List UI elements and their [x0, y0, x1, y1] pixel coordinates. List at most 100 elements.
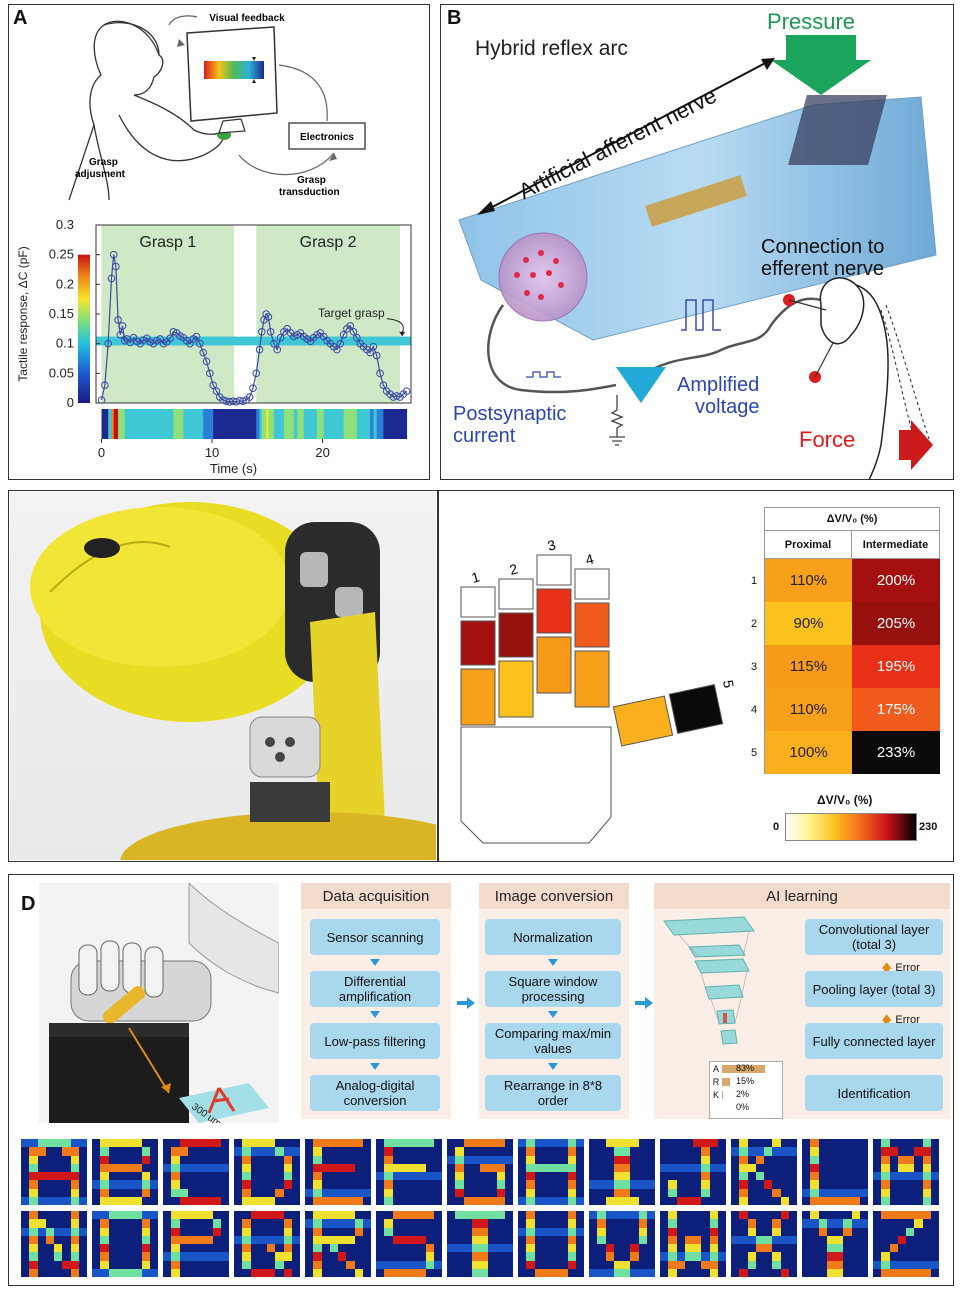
heatmap-cell: [116, 1219, 125, 1228]
heat-strip-cell: [264, 409, 267, 439]
heatmap-cell: [922, 1163, 931, 1172]
heatmap-cell: [668, 1260, 677, 1269]
heatmap-cell: [802, 1219, 811, 1228]
heatmap-cell: [930, 1188, 939, 1197]
heatmap-cell: [772, 1235, 781, 1244]
heatmap-cell: [660, 1219, 669, 1228]
heatmap-cell: [62, 1147, 71, 1156]
heatmap-cell: [818, 1252, 827, 1261]
heatmap-cell: [37, 1227, 46, 1236]
heatmap-cell: [897, 1219, 906, 1228]
heatmap-cell: [447, 1227, 456, 1236]
heatmap-cell: [242, 1188, 251, 1197]
heatmap-cell: [463, 1260, 472, 1269]
heatmap-cell: [693, 1163, 702, 1172]
divider: [437, 491, 439, 861]
heat-strip-cell: [236, 409, 241, 439]
heatmap-cell: [100, 1147, 109, 1156]
heatmap-cell: [384, 1268, 393, 1277]
palm: [460, 726, 612, 844]
heatmap-cell: [417, 1227, 426, 1236]
heatmap-cell: [922, 1147, 931, 1156]
heatmap-cell: [589, 1172, 598, 1181]
heatmap-cell: [321, 1252, 330, 1261]
heatmap-cell: [362, 1196, 371, 1205]
heatmap-cell: [291, 1180, 300, 1189]
heatmap-cell: [78, 1227, 87, 1236]
heatmap-cell: [187, 1252, 196, 1261]
heatmap-cell: [258, 1219, 267, 1228]
heatmap-cell: [108, 1260, 117, 1269]
heatmap-cell: [693, 1244, 702, 1253]
heatmap-cell: [764, 1147, 773, 1156]
heat-strip-cell: [163, 409, 168, 439]
heatmap-cell: [338, 1268, 347, 1277]
heatmap-cell: [914, 1235, 923, 1244]
heatmap-cell: [881, 1227, 890, 1236]
response-point: [109, 250, 118, 259]
heatmap-cell: [417, 1188, 426, 1197]
heatmap-cell: [559, 1155, 568, 1164]
heatmap-cell: [534, 1244, 543, 1253]
heatmap-cell: [234, 1147, 243, 1156]
heatmap-cell: [772, 1180, 781, 1189]
heatmap-cell: [747, 1180, 756, 1189]
heatmap-cell: [480, 1196, 489, 1205]
heatmap-cell: [646, 1196, 655, 1205]
heatmap-cell: [810, 1196, 819, 1205]
heatmap-cell: [764, 1244, 773, 1253]
heatmap-cell: [873, 1172, 882, 1181]
heatmap-cell: [471, 1227, 480, 1236]
heatmap-cell: [542, 1188, 551, 1197]
heatmap-cell: [463, 1155, 472, 1164]
heatmap-cell: [133, 1180, 142, 1189]
heatmap-cell: [559, 1244, 568, 1253]
heat-strip-cell: [310, 409, 315, 439]
heatmap-cell: [646, 1244, 655, 1253]
heatmap-cell: [526, 1180, 535, 1189]
heatmap-cell: [881, 1244, 890, 1253]
heatmap-cell: [873, 1139, 882, 1148]
heatmap-cell: [897, 1163, 906, 1172]
heatmap-cell: [45, 1268, 54, 1277]
heatmap-cell: [291, 1227, 300, 1236]
heatmap-cell: [305, 1147, 314, 1156]
heatmap-cell: [567, 1260, 576, 1269]
heatmap-cell: [835, 1196, 844, 1205]
heatmap-cell: [21, 1244, 30, 1253]
heatmap-cell: [163, 1252, 172, 1261]
response-point: [346, 322, 355, 330]
heatmap-cell: [810, 1252, 819, 1261]
heat-strip-cell: [303, 409, 308, 439]
heatmap-cell: [258, 1211, 267, 1220]
heatmap-cell: [204, 1219, 213, 1228]
heatmap-cell: [709, 1163, 718, 1172]
heatmap-cell: [826, 1252, 835, 1261]
response-point: [349, 328, 358, 336]
heatmap-cell: [329, 1139, 338, 1148]
heatmap-cell: [504, 1252, 513, 1261]
heatmap-cell: [455, 1163, 464, 1172]
heatmap-cell: [859, 1188, 868, 1197]
heatmap-cell: [589, 1211, 598, 1220]
heatmap-cell: [212, 1268, 221, 1277]
heatmap-cell: [455, 1260, 464, 1269]
heatmap-cell: [267, 1260, 276, 1269]
heatmap-cell: [534, 1260, 543, 1269]
heatmap-cell: [163, 1260, 172, 1269]
heatmap-cell: [526, 1139, 535, 1148]
heatmap-cell: [400, 1172, 409, 1181]
heatmap-cell: [914, 1147, 923, 1156]
heatmap-cell: [354, 1252, 363, 1261]
heatmap-cell: [250, 1139, 259, 1148]
heatmap-cell: [873, 1180, 882, 1189]
heatmap-cell: [818, 1196, 827, 1205]
heatmap-cell: [575, 1252, 584, 1261]
heatmap-cell: [630, 1172, 639, 1181]
prob-bar: 0%: [722, 1102, 774, 1113]
letter-heatmap-b: [92, 1139, 158, 1205]
heatmap-cell: [433, 1172, 442, 1181]
heat-strip-cell: [320, 409, 325, 439]
heatmap-cell: [242, 1268, 251, 1277]
heatmap-cell: [873, 1268, 882, 1277]
